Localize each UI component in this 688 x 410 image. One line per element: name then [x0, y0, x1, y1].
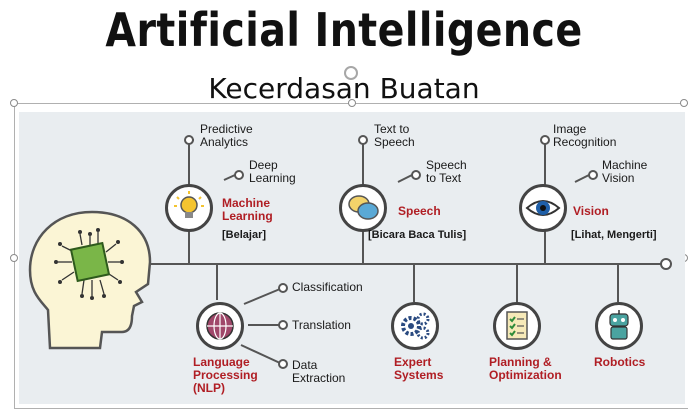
speech-title: Speech	[398, 204, 441, 218]
gears-icon	[391, 302, 439, 350]
expert-systems-title: Expert Systems	[394, 355, 444, 382]
speech-bubbles-icon	[339, 184, 387, 232]
ml-item-predictive-analytics: Predictive Analytics	[200, 122, 253, 149]
nlp-item-data-extraction: Data Extraction	[292, 358, 346, 385]
robot-icon	[595, 302, 643, 350]
vision-title: Vision	[573, 204, 609, 218]
globe-icon	[196, 302, 244, 350]
speech-bracket: [Bicara Baca Tulis]	[368, 229, 467, 241]
resize-handle-top[interactable]	[348, 99, 356, 107]
vision-item-image-recognition: Image Recognition	[553, 122, 617, 149]
ml-item-deep-learning: Deep Learning	[249, 158, 296, 185]
page-subtitle: Kecerdasan Buatan	[208, 72, 480, 105]
vision-item-machine-vision: Machine Vision	[602, 158, 648, 185]
nlp-title: Language Processing (NLP)	[193, 355, 258, 395]
ml-title: Machine Learning	[222, 196, 273, 223]
nlp-item-translation: Translation	[292, 318, 351, 332]
nlp-item-classification: Classification	[292, 280, 363, 294]
lightbulb-icon	[165, 184, 213, 232]
page-title: Artificial Intelligence	[105, 3, 583, 57]
checklist-icon	[493, 302, 541, 350]
rotate-handle-icon[interactable]	[344, 66, 358, 80]
vision-bracket: [Lihat, Mengerti]	[571, 229, 657, 241]
ml-bracket: [Belajar]	[222, 229, 267, 241]
head-silhouette-icon	[28, 210, 152, 350]
speech-item-speech-to-text: Speech to Text	[426, 158, 467, 185]
resize-handle-left[interactable]	[10, 254, 18, 262]
speech-item-text-to-speech: Text to Speech	[374, 122, 415, 149]
eye-icon	[519, 184, 567, 232]
planning-title: Planning & Optimization	[489, 355, 562, 382]
robotics-title: Robotics	[594, 355, 646, 369]
resize-handle-top-left[interactable]	[10, 99, 18, 107]
